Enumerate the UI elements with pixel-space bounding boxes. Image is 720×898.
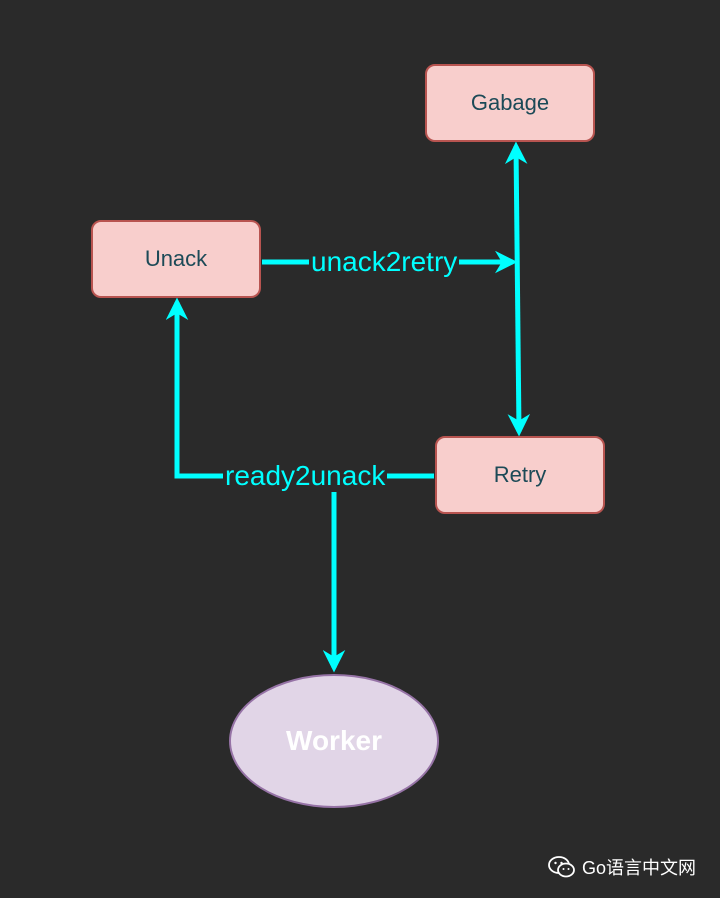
worker-node: Worker bbox=[229, 674, 439, 808]
wechat-icon bbox=[548, 856, 575, 878]
edge-gabage-retry bbox=[504, 141, 531, 437]
unack2retry-label: unack2retry bbox=[309, 246, 460, 278]
retry-label: Retry bbox=[493, 462, 547, 487]
unack-label: Unack bbox=[144, 246, 208, 271]
ready2unack-label: ready2unack bbox=[223, 460, 388, 492]
gabage-node: Gabage bbox=[425, 64, 595, 142]
worker-label: Worker bbox=[286, 725, 382, 756]
watermark: Go语言中文网 bbox=[548, 854, 696, 880]
watermark-text: Go语言中文网 bbox=[581, 858, 696, 878]
gabage-label: Gabage bbox=[470, 90, 550, 115]
retry-node: Retry bbox=[435, 436, 605, 514]
unack-node: Unack bbox=[91, 220, 261, 298]
edge-ready2unack bbox=[165, 297, 434, 479]
